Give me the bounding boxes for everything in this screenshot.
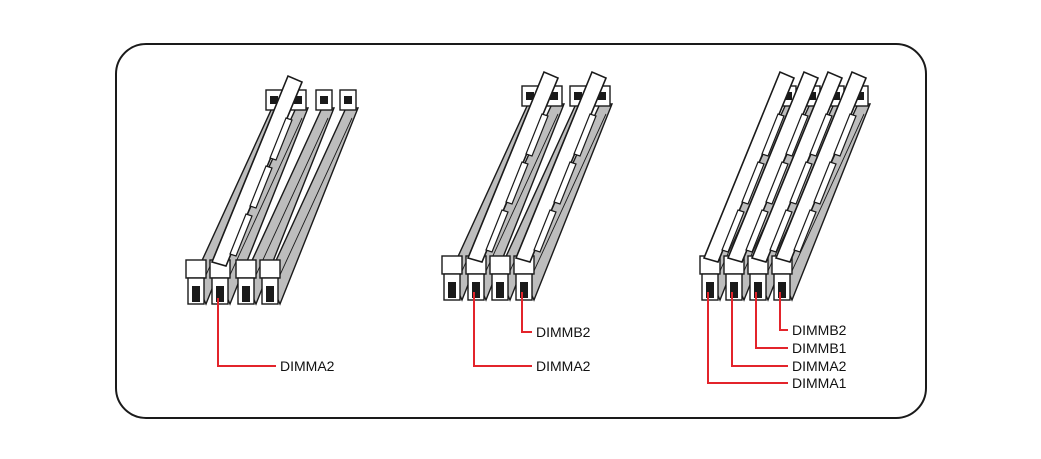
leader-line bbox=[755, 292, 788, 349]
leader-line bbox=[731, 292, 788, 367]
leader-line bbox=[521, 292, 532, 333]
diagram-border bbox=[115, 43, 927, 419]
slot-label: DIMMA2 bbox=[792, 358, 847, 374]
leader-line bbox=[779, 292, 788, 331]
leader-line bbox=[217, 298, 276, 367]
config-four-dimms: DIMMB2 DIMMB1 DIMMA2 DIMMA1 bbox=[699, 71, 871, 391]
leader-line bbox=[473, 292, 532, 367]
slot-label: DIMMB2 bbox=[536, 324, 591, 340]
slot-label: DIMMA1 bbox=[792, 375, 847, 391]
config-two-dimms: DIMMB2 DIMMA2 bbox=[441, 71, 613, 374]
config-one-dimm: DIMMA2 bbox=[185, 75, 359, 374]
slot-label: DIMMB2 bbox=[792, 322, 847, 338]
slot-label: DIMMA2 bbox=[536, 358, 591, 374]
leader-line bbox=[707, 292, 788, 384]
slot-label: DIMMA2 bbox=[280, 358, 335, 374]
slot-label: DIMMB1 bbox=[792, 340, 847, 356]
